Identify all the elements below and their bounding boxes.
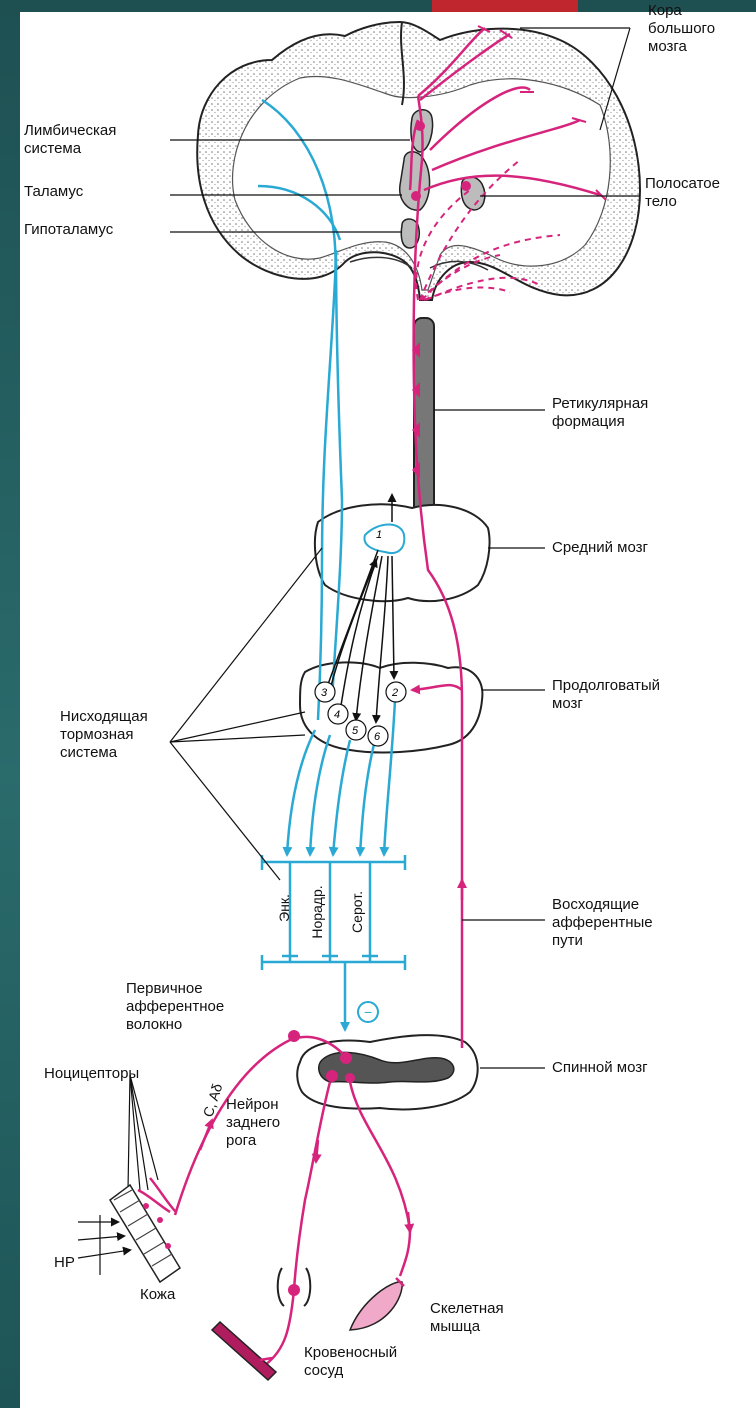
- dorsal-horn-neuron-label: Нейрон заднего рога: [226, 1096, 280, 1150]
- nucleus-4-label: 4: [334, 709, 340, 721]
- striatum-label: Полосатое тело: [645, 175, 720, 211]
- limbic-system-label: Лимбическая система: [24, 122, 116, 158]
- primary-afferent-label: Первичное афферентное волокно: [126, 980, 224, 1034]
- midbrain-label: Средний мозг: [552, 539, 648, 557]
- blood-vessel-label: Кровеносный сосуд: [304, 1344, 397, 1380]
- fiber-type-label: C, Aδ: [200, 1081, 226, 1119]
- nucleus-2-label: 2: [391, 687, 398, 699]
- spinal-cord-label: Спинной мозг: [552, 1059, 648, 1077]
- skin-label: Кожа: [140, 1286, 175, 1304]
- ascending-pathways-label: Восходящие афферентные пути: [552, 896, 653, 950]
- inhibition-sign: −: [364, 1004, 372, 1020]
- medulla-label: Продолговатый мозг: [552, 677, 660, 713]
- hypothalamus-label: Гипоталамус: [24, 221, 113, 239]
- skeletal-muscle-label: Скелетная мышца: [430, 1300, 504, 1336]
- cortex-label: Кора большого мозга: [648, 2, 715, 56]
- descending-system-label: Нисходящая тормозная система: [60, 708, 148, 762]
- nucleus-1-label: 1: [376, 529, 382, 541]
- nociceptors-label: Ноцицепторы: [44, 1065, 139, 1083]
- np-label: НР: [54, 1254, 75, 1272]
- nucleus-3-label: 3: [321, 687, 328, 699]
- enkephalin-label: Энк.: [276, 894, 292, 922]
- thalamus-label: Таламус: [24, 183, 83, 201]
- noradrenaline-label: Норадр.: [309, 885, 325, 938]
- nucleus-5-label: 5: [352, 725, 359, 737]
- reticular-formation-label: Ретикулярная формация: [552, 395, 648, 431]
- nucleus-6-label: 6: [374, 731, 381, 743]
- serotonin-label: Серот.: [349, 891, 365, 933]
